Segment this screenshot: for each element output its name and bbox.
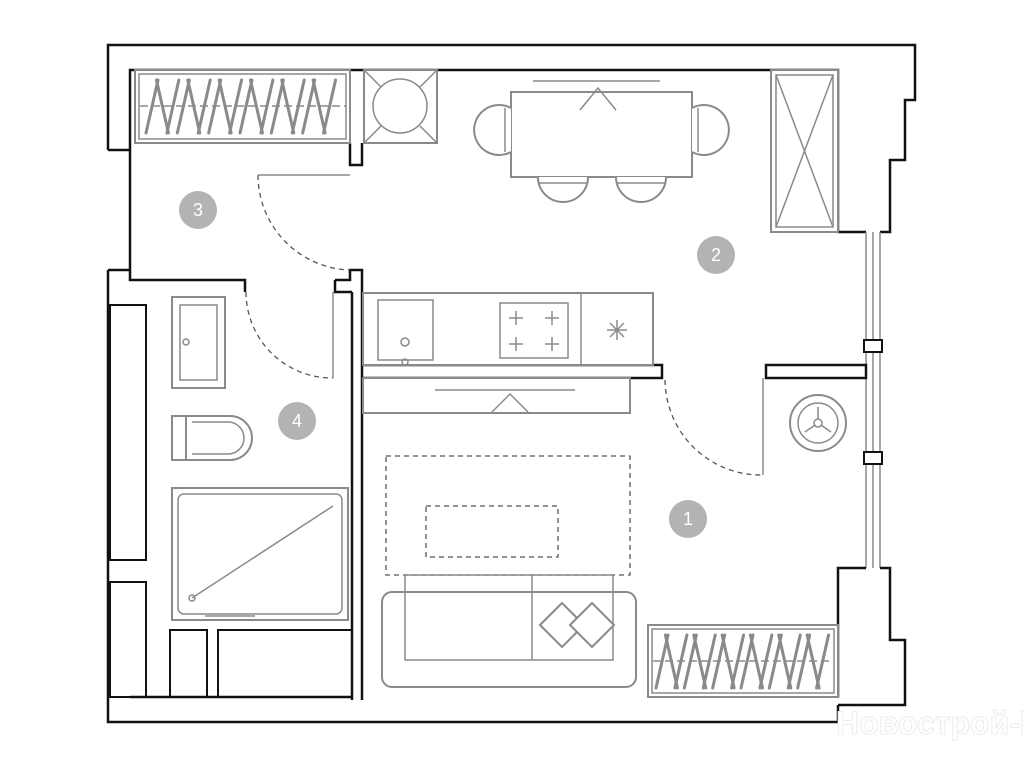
hanger: [217, 78, 233, 135]
bath-cabinet: [109, 581, 147, 698]
partition-window-stub: [764, 363, 868, 380]
room-label-1: 1: [669, 500, 707, 538]
hanger: [730, 633, 746, 690]
kitchen-sink: [377, 299, 434, 366]
outer-wall: [106, 270, 840, 724]
hanger: [207, 78, 223, 135]
robot-vacuum: [789, 394, 847, 452]
left-wall-stub: [108, 148, 247, 292]
bathtub: [171, 487, 349, 621]
room-label-4: 4: [278, 402, 316, 440]
tv-stand: [362, 377, 631, 414]
bath-cabinet: [169, 629, 208, 698]
bath-cabinet: [109, 304, 147, 561]
chair: [615, 176, 667, 203]
door-swing-bath: [245, 291, 334, 379]
window-mullion: [863, 451, 883, 465]
room-number: 2: [711, 245, 721, 265]
washing-machine: [363, 69, 438, 144]
chair: [537, 176, 589, 203]
fridge-asterisk-icon: [607, 320, 627, 340]
door-swing-hall: [257, 174, 351, 271]
door-swing-room: [664, 379, 762, 476]
hanger: [165, 78, 181, 135]
window-right: [865, 232, 881, 568]
hanger: [311, 78, 327, 135]
dining-table: [510, 80, 693, 178]
coffee-table: [425, 505, 559, 558]
sofa: [381, 574, 637, 688]
bath-cabinet: [217, 629, 353, 698]
hanger: [175, 78, 191, 135]
hanger: [269, 78, 285, 135]
partition-bath: [333, 268, 364, 700]
room-label-2: 2: [697, 236, 735, 274]
window-mullion: [863, 339, 883, 353]
partition-kitchen: [362, 363, 664, 380]
hanger: [259, 78, 275, 135]
kitchen-counter: [362, 292, 654, 366]
room-number: 1: [683, 509, 693, 529]
hangers: [144, 78, 338, 135]
rug: [385, 455, 631, 576]
chair: [473, 104, 512, 156]
watermark: Новострой-М: [836, 705, 1024, 741]
hanger: [673, 633, 689, 690]
room-label-3: 3: [179, 191, 217, 229]
hanger: [815, 633, 831, 690]
hanger: [228, 78, 244, 135]
hanger: [144, 78, 160, 135]
toilet: [171, 415, 253, 461]
hanger: [248, 78, 264, 135]
hanger: [701, 633, 717, 690]
outer-wall: [106, 43, 917, 234]
hanger: [238, 78, 254, 135]
hanger: [322, 78, 338, 135]
hanger: [758, 633, 774, 690]
hanger: [154, 78, 170, 135]
stove: [499, 302, 569, 359]
hanger: [290, 78, 306, 135]
tall-cabinet: [770, 69, 839, 233]
room-number: 4: [292, 411, 302, 431]
partition-hall: [348, 143, 364, 167]
hanger: [196, 78, 212, 135]
hanger: [186, 78, 202, 135]
chair: [691, 104, 730, 156]
hanger: [786, 633, 802, 690]
bath-sink: [171, 296, 226, 389]
outer-wall: [836, 566, 907, 707]
room-number: 3: [193, 200, 203, 220]
hangers: [654, 633, 831, 690]
hanger: [301, 78, 317, 135]
hanger: [280, 78, 296, 135]
